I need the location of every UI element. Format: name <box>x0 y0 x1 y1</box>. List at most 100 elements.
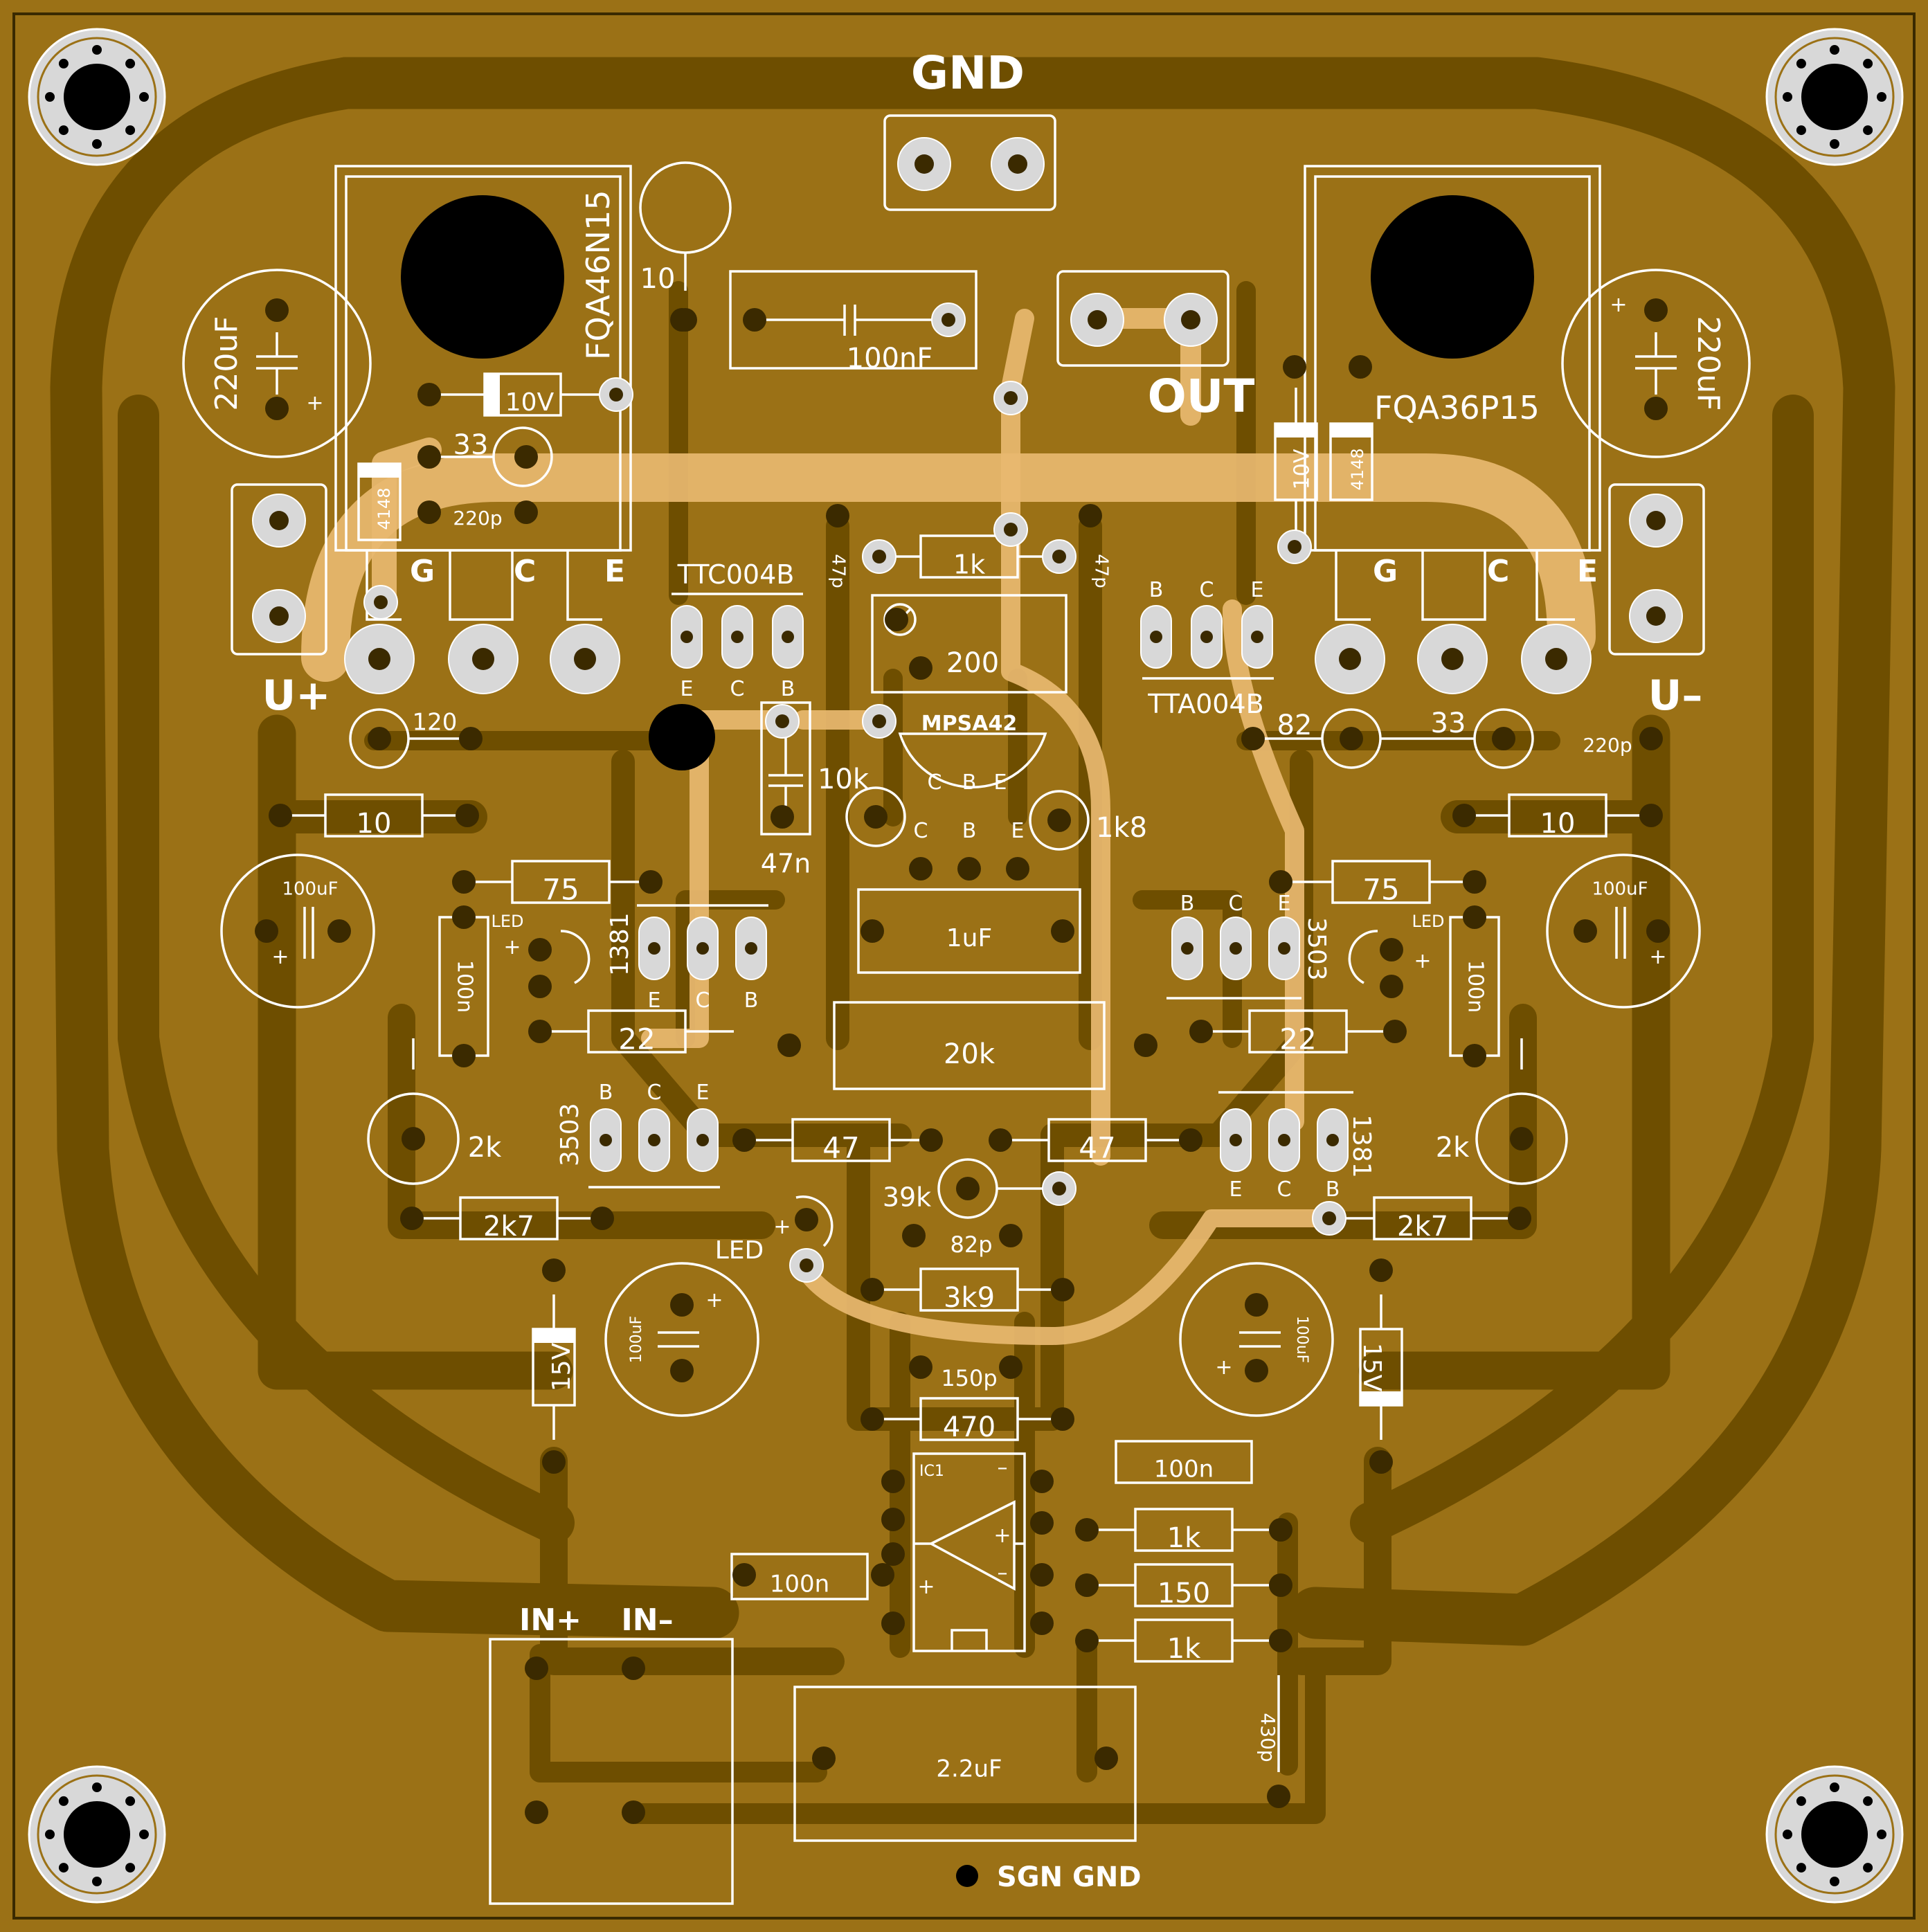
pad-71[interactable] <box>989 1128 1012 1152</box>
pad-75[interactable] <box>400 1207 424 1230</box>
pad-19[interactable] <box>1349 355 1372 379</box>
pad-31[interactable] <box>909 857 933 881</box>
pad-18[interactable] <box>1283 355 1306 379</box>
pad-97[interactable] <box>881 1470 905 1493</box>
pad-51[interactable] <box>1463 870 1486 894</box>
pad-34[interactable] <box>368 727 391 750</box>
pad-53[interactable] <box>452 1044 476 1067</box>
pad-22[interactable] <box>1644 397 1668 420</box>
pad-57[interactable] <box>528 975 552 998</box>
pad-4[interactable] <box>417 445 441 469</box>
pad-14[interactable] <box>826 504 849 527</box>
pad-29[interactable] <box>864 805 888 829</box>
pad-62[interactable] <box>528 1020 552 1043</box>
pad-105[interactable] <box>1075 1518 1099 1542</box>
pad-103[interactable] <box>1030 1563 1054 1587</box>
pad-36[interactable] <box>1241 727 1265 750</box>
pad-114[interactable] <box>525 1656 548 1680</box>
pad-58[interactable] <box>1380 938 1403 962</box>
pad-88[interactable] <box>1369 1258 1393 1282</box>
pad-96[interactable] <box>1051 1407 1074 1431</box>
pad-44[interactable] <box>255 919 278 943</box>
pad-47[interactable] <box>1646 919 1670 943</box>
pad-84[interactable] <box>1051 1278 1074 1301</box>
pad-54[interactable] <box>1463 905 1486 929</box>
pad-33[interactable] <box>1006 857 1029 881</box>
pad-118[interactable] <box>812 1746 836 1770</box>
pad-94[interactable] <box>999 1355 1022 1379</box>
pad-46[interactable] <box>1574 919 1597 943</box>
pad-2[interactable] <box>417 383 441 406</box>
pad-38[interactable] <box>1492 727 1515 750</box>
pad-69[interactable] <box>732 1128 756 1152</box>
pad-107[interactable] <box>1075 1629 1099 1652</box>
pad-55[interactable] <box>1463 1044 1486 1067</box>
pad-24[interactable] <box>885 608 908 631</box>
pad-11[interactable] <box>674 308 697 332</box>
pad-78[interactable] <box>1508 1207 1531 1230</box>
pad-45[interactable] <box>327 919 351 943</box>
pad-86[interactable] <box>670 1293 694 1317</box>
pad-76[interactable] <box>591 1207 614 1230</box>
pad-59[interactable] <box>1380 975 1403 998</box>
pad-99[interactable] <box>881 1542 905 1566</box>
pad-92[interactable] <box>1369 1450 1393 1474</box>
pad-0[interactable] <box>265 298 289 322</box>
pad-39[interactable] <box>1639 727 1663 750</box>
pad-49[interactable] <box>639 870 663 894</box>
pad-42[interactable] <box>1452 804 1476 827</box>
pad-40[interactable] <box>269 804 292 827</box>
pad-87[interactable] <box>670 1359 694 1382</box>
pad-68[interactable] <box>1510 1127 1533 1150</box>
pad-109[interactable] <box>1269 1573 1292 1597</box>
pad-52[interactable] <box>452 905 476 929</box>
pad-85[interactable] <box>542 1258 566 1282</box>
pad-30[interactable] <box>1047 809 1071 832</box>
pad-6[interactable] <box>417 500 441 524</box>
pad-66[interactable] <box>1134 1033 1157 1057</box>
pad-100[interactable] <box>881 1611 905 1635</box>
pad-35[interactable] <box>459 727 483 750</box>
pad-9[interactable] <box>743 308 766 332</box>
pad-79[interactable] <box>795 1208 818 1231</box>
pad-113[interactable] <box>871 1563 894 1587</box>
pad-70[interactable] <box>919 1128 943 1152</box>
pad-117[interactable] <box>622 1800 645 1824</box>
pad-101[interactable] <box>1030 1470 1054 1493</box>
pad-111[interactable] <box>1267 1785 1290 1808</box>
pad-112[interactable] <box>732 1563 756 1587</box>
pad-110[interactable] <box>1269 1629 1292 1652</box>
pad-28[interactable] <box>771 805 794 829</box>
pad-108[interactable] <box>1269 1518 1292 1542</box>
pad-7[interactable] <box>514 500 538 524</box>
pad-83[interactable] <box>861 1278 884 1301</box>
pad-48[interactable] <box>452 870 476 894</box>
pad-60[interactable] <box>861 919 884 943</box>
pad-25[interactable] <box>909 656 933 680</box>
pad-63[interactable] <box>777 1033 801 1057</box>
pad-50[interactable] <box>1269 870 1292 894</box>
pad-106[interactable] <box>1075 1573 1099 1597</box>
pad-95[interactable] <box>861 1407 884 1431</box>
pad-1[interactable] <box>265 397 289 420</box>
pad-89[interactable] <box>1245 1293 1268 1317</box>
pad-43[interactable] <box>1639 804 1663 827</box>
pad-64[interactable] <box>1189 1020 1213 1043</box>
pad-102[interactable] <box>1030 1511 1054 1535</box>
pad-91[interactable] <box>542 1450 566 1474</box>
pad-41[interactable] <box>456 804 479 827</box>
pad-104[interactable] <box>1030 1611 1054 1635</box>
pad-82[interactable] <box>999 1224 1022 1247</box>
pad-93[interactable] <box>909 1355 933 1379</box>
pad-61[interactable] <box>1051 919 1074 943</box>
pad-73[interactable] <box>956 1177 980 1200</box>
pad-72[interactable] <box>1179 1128 1202 1152</box>
pad-119[interactable] <box>1094 1746 1118 1770</box>
pad-90[interactable] <box>1245 1359 1268 1382</box>
pad-5[interactable] <box>514 445 538 469</box>
pad-56[interactable] <box>528 938 552 962</box>
pad-32[interactable] <box>957 857 981 881</box>
pad-115[interactable] <box>622 1656 645 1680</box>
pad-81[interactable] <box>902 1224 926 1247</box>
pad-98[interactable] <box>881 1508 905 1531</box>
